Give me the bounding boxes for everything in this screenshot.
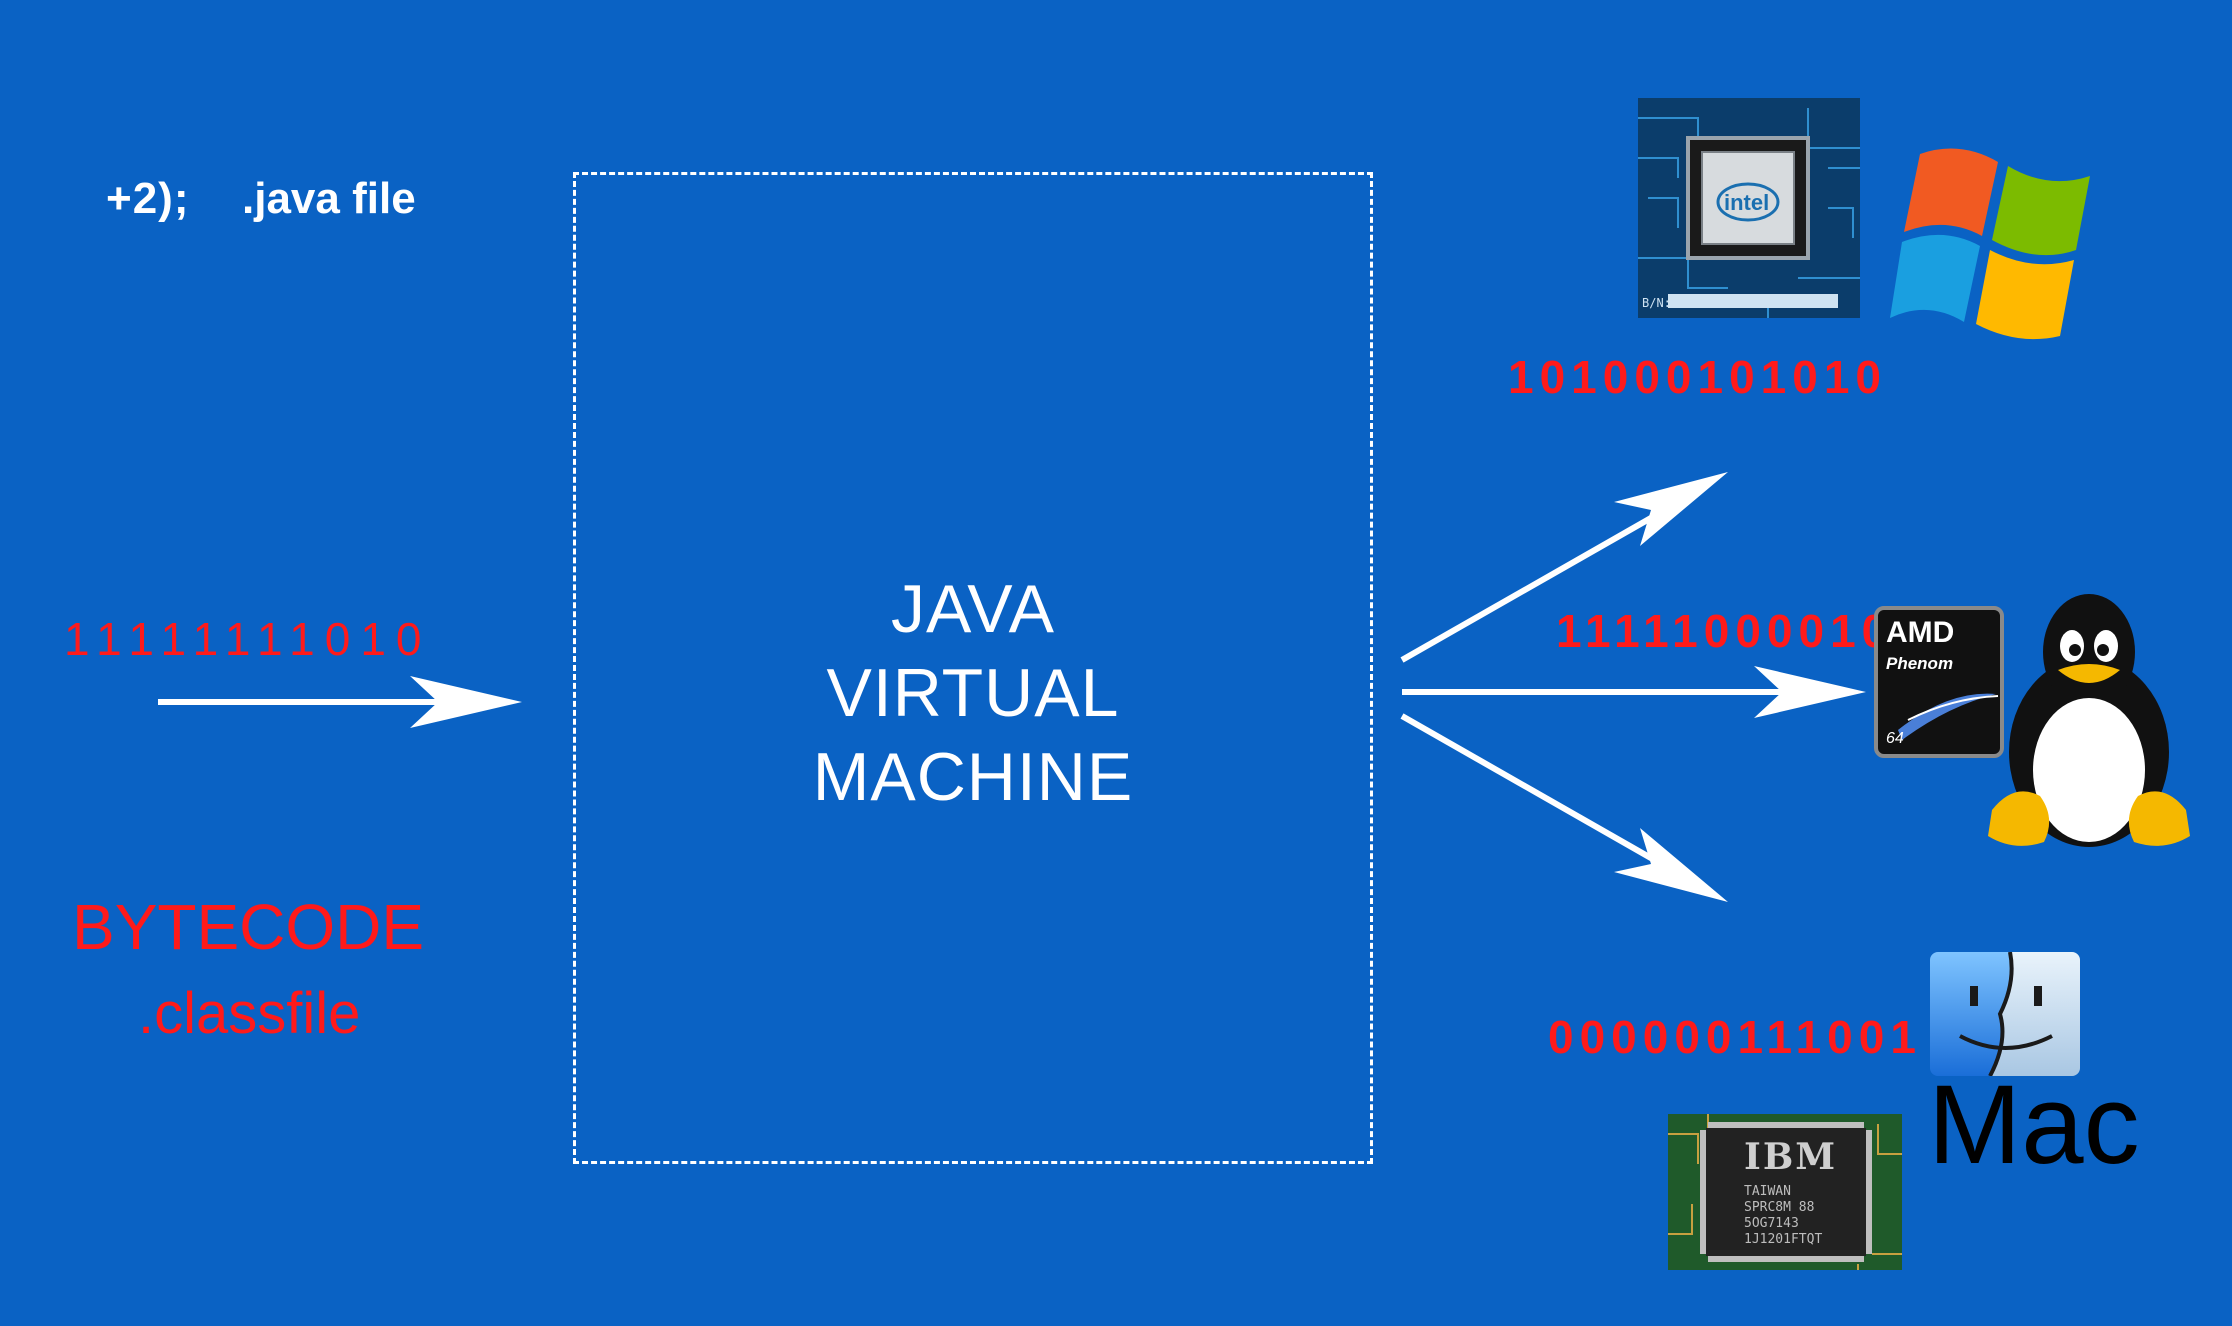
input-bits: 11111111010	[64, 613, 432, 665]
linux-tux-icon	[1984, 592, 2194, 852]
jvm-box	[573, 172, 1373, 1164]
output-bits-intel: 101000101010	[1508, 351, 1887, 403]
jvm-label-line3: MACHINE	[812, 739, 1134, 815]
java-file-label: .java file	[242, 174, 416, 223]
arrow-to-intel	[1400, 472, 1728, 663]
amd-model-text: Phenom	[1886, 654, 1954, 673]
bytecode-label: BYTECODE	[72, 891, 425, 963]
ibm-line1: TAIWAN	[1744, 1184, 1791, 1199]
output-bits-ibm: 000000111001	[1548, 1011, 1922, 1063]
mac-finder-icon	[1930, 952, 2080, 1076]
jvm-label-line1: JAVA	[891, 571, 1055, 647]
ibm-line2: SPRC8M 88	[1744, 1200, 1815, 1215]
ibm-brand-text: IBM	[1744, 1136, 1838, 1178]
intel-cpu-image: intel B/N:	[1638, 98, 1860, 318]
arrow-to-ibm	[1400, 713, 1728, 902]
code-fragment: +2);	[106, 174, 190, 223]
amd-brand-text: AMD	[1886, 616, 1955, 649]
input-arrow	[158, 676, 522, 728]
windows-logo-icon	[1890, 140, 2116, 342]
ibm-line3: 5OG7143	[1744, 1216, 1799, 1231]
ibm-line4: 1J1201FTQT	[1744, 1232, 1823, 1247]
intel-board-label: B/N:	[1642, 296, 1671, 310]
amd-64-text: 64	[1886, 730, 1904, 747]
intel-logo-text: intel	[1724, 190, 1770, 215]
ibm-cpu-image: IBM TAIWAN SPRC8M 88 5OG7143 1J1201FTQT	[1668, 1114, 1902, 1270]
classfile-label: .classfile	[138, 981, 361, 1046]
jvm-label-line2: VIRTUAL	[826, 655, 1120, 731]
amd-cpu-image: AMD Phenom 64	[1874, 606, 2004, 758]
output-bits-amd: 11111000010	[1556, 605, 1894, 657]
mac-label: Mac	[1928, 1062, 2140, 1187]
arrow-to-amd	[1402, 666, 1866, 718]
